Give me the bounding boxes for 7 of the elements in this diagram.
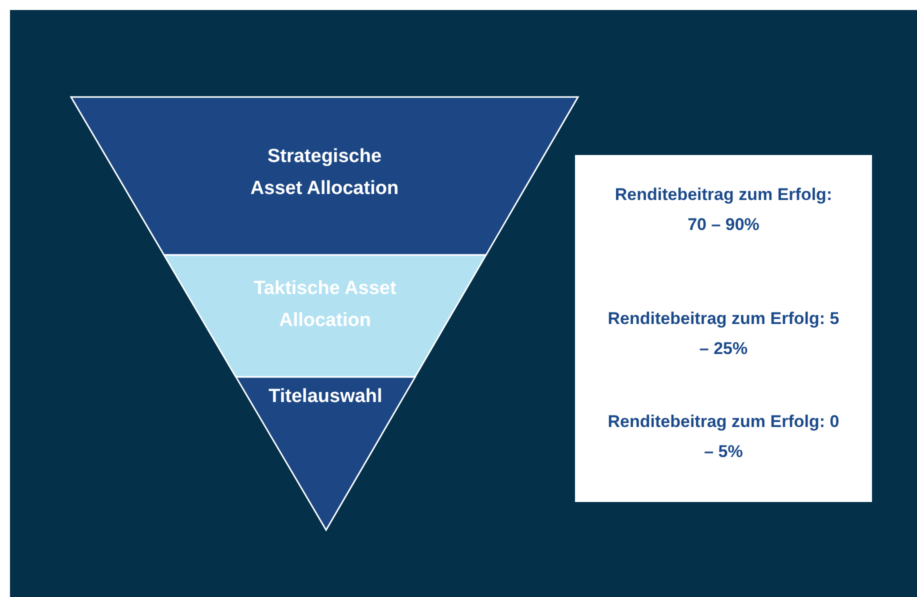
segment-label: Taktische Asset Allocation [252,277,398,333]
info-panel [575,155,872,502]
return-contribution-text: Renditebeitrag zum Erfolg: 5 – 25% [606,308,840,360]
segment-label: Strategische Asset Allocation [249,145,400,201]
return-contribution-text: Renditebeitrag zum Erfolg: 0 – 5% [606,411,840,463]
segment-label: Titelauswahl [268,385,384,409]
return-contribution-text: Renditebeitrag zum Erfolg: 70 – 90% [614,184,834,236]
